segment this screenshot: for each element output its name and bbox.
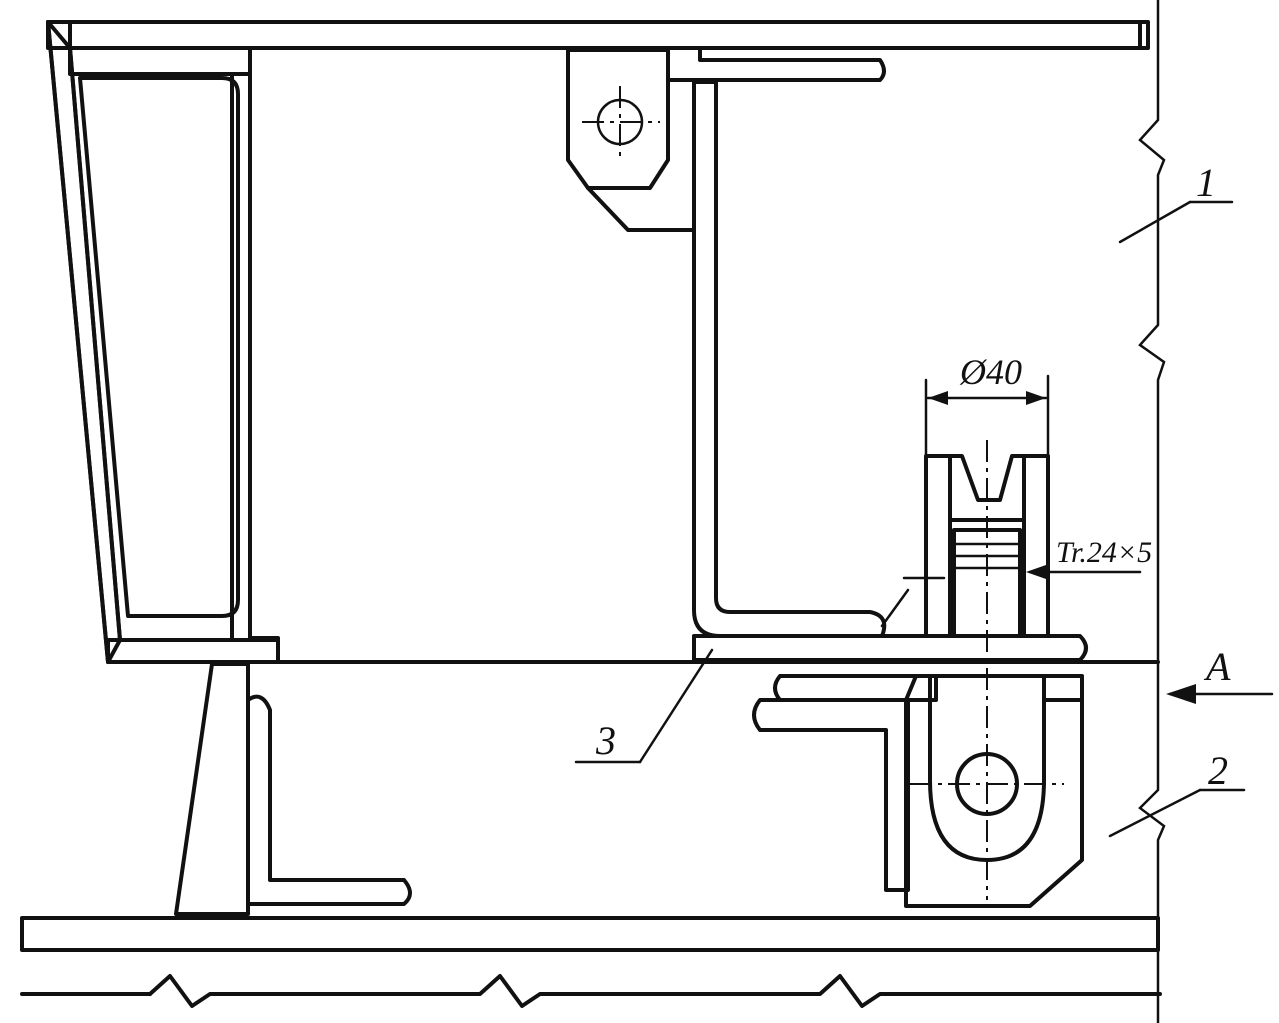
callout-1: 1 xyxy=(1118,160,1234,244)
callout-2: 2 xyxy=(1108,748,1246,838)
diameter-dimension: Ø40 xyxy=(924,352,1050,458)
bolt-assembly xyxy=(924,440,1050,900)
thread-callout: Tr.24×5 xyxy=(1026,536,1152,579)
left-box-beam xyxy=(46,20,280,664)
left-support xyxy=(174,662,412,916)
view-a-label: A xyxy=(1203,644,1231,689)
clevis-lug xyxy=(904,674,1084,908)
top-plate xyxy=(46,20,1150,50)
part-3-label: 3 xyxy=(595,718,616,763)
angle-bracket xyxy=(752,674,938,892)
right-channel xyxy=(666,46,887,638)
right-break-line xyxy=(1138,0,1166,1023)
bottom-plate xyxy=(20,916,1162,1008)
callout-3: 3 xyxy=(574,648,714,764)
top-bracket xyxy=(566,48,696,232)
view-arrow-a: A xyxy=(1166,644,1274,704)
part-1-label: 1 xyxy=(1196,160,1216,205)
thread-label: Tr.24×5 xyxy=(1056,536,1152,569)
flange-plate xyxy=(692,634,1088,662)
part-2-label: 2 xyxy=(1208,748,1228,793)
weld-leader xyxy=(880,588,910,628)
diameter-label: Ø40 xyxy=(959,352,1022,392)
